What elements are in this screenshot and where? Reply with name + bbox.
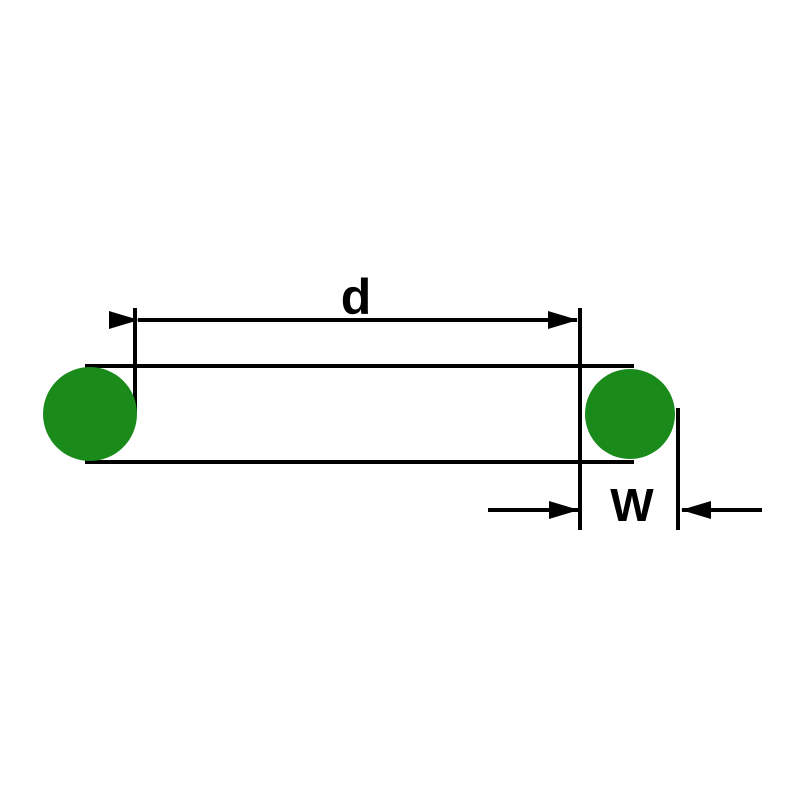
inner-diameter-label: d bbox=[341, 269, 372, 325]
cross-section-width-label: W bbox=[610, 479, 654, 531]
oring-cross-section-right bbox=[585, 369, 675, 459]
oring-cross-section-left bbox=[43, 367, 137, 461]
